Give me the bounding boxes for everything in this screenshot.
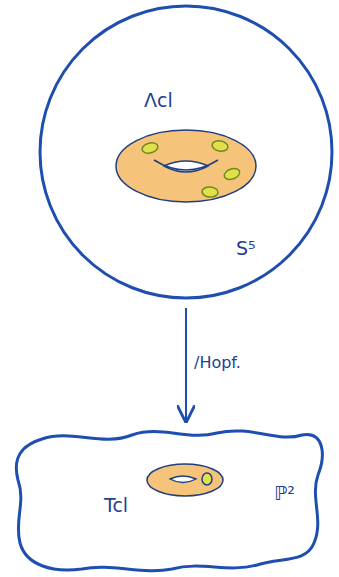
map-arrow (185, 308, 187, 421)
edge-label: /Hopf. (192, 353, 243, 372)
node-label: S⁵ (236, 238, 256, 259)
small-spot (202, 473, 212, 485)
node-label: Tcl (104, 495, 128, 516)
blob-outline (16, 431, 322, 571)
small-torus-hole (170, 476, 196, 483)
lagrangian-spot (211, 140, 228, 153)
torus-body (116, 130, 256, 202)
torus-hole-curve (154, 160, 218, 170)
small-torus-body (147, 464, 223, 496)
torus-shape: Λcl (110, 88, 260, 206)
sphere-outline (40, 6, 332, 298)
small-torus-shape: Tcl (88, 455, 238, 519)
node-label: Λcl (144, 90, 173, 111)
sphere-circle: S⁵ Λcl (38, 4, 334, 300)
lagrangian-spot (141, 141, 159, 155)
projective-plane-blob: ℙ² Tcl (12, 425, 328, 574)
torus-shape-svg (110, 88, 260, 206)
lagrangian-spot (202, 186, 219, 197)
lagrangian-spot (223, 167, 241, 182)
node-label: ℙ² (274, 483, 295, 504)
